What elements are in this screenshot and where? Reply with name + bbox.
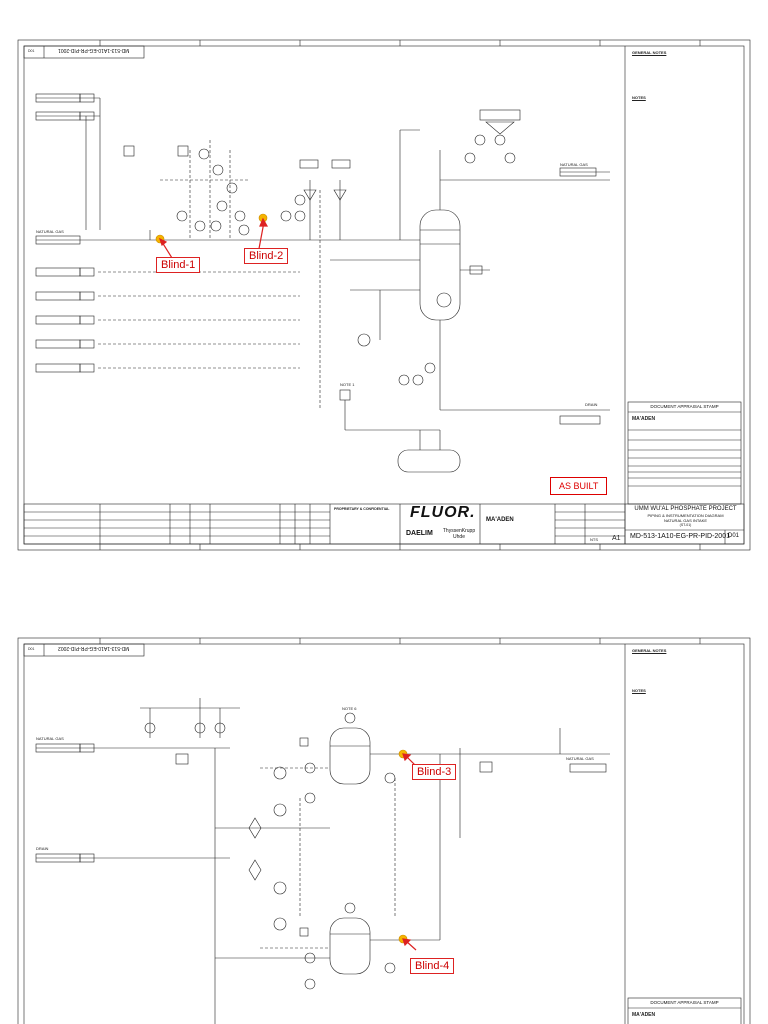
sheet2-natural-gas-tag: NATURAL GAS xyxy=(36,736,64,741)
project-title: UMM WU'AL PHOSPHATE PROJECT xyxy=(634,506,737,512)
drain-tag: DRAIN xyxy=(585,402,598,407)
doc-number-rotated: MD-513-1A10-EG-PR-PID-2001 xyxy=(58,47,130,53)
general-notes-title: GENERAL NOTES xyxy=(632,50,667,55)
sheet-number: D01 xyxy=(28,49,35,53)
blind-3-label: Blind-3 xyxy=(412,764,457,780)
unit-code: (ST-01) xyxy=(679,523,692,527)
natural-gas-tag: NATURAL GAS xyxy=(36,229,64,234)
notes-title: NOTES xyxy=(632,95,646,100)
revision: D01 xyxy=(728,533,740,539)
natural-gas-out-tag: NATURAL GAS xyxy=(560,162,588,167)
unit-title: NATURAL GAS INTAKE xyxy=(663,518,708,523)
stamp-title: DOCUMENT APPRAISAL STAMP xyxy=(650,404,719,409)
sheet2-number: D01 xyxy=(28,647,35,651)
thyssenkrupp-logo: ThyssenKrupp Uhde xyxy=(442,528,476,540)
daelim-logo: DAELIM xyxy=(406,530,433,537)
maaden-logo: MA'ADEN xyxy=(486,517,514,523)
scale-value: NTS xyxy=(590,537,598,542)
size-value: A1 xyxy=(612,535,621,542)
note-tag: NOTE 1 xyxy=(340,382,355,387)
blind-4-label: Blind-4 xyxy=(410,958,455,974)
sheet2-notes-title: NOTES xyxy=(632,688,646,693)
as-built-stamp: AS BUILT xyxy=(550,477,608,495)
pid-sheet-1: D01 MD-513-1A10-EG-PR-PID-2001 GENERAL N… xyxy=(0,30,768,560)
sheet2-note-tag: NOTE 6 xyxy=(342,706,357,711)
fluor-logo: FLUOR. xyxy=(410,504,476,521)
sheet1-drawing xyxy=(17,39,751,551)
sheet2-natural-gas-out-tag: NATURAL GAS xyxy=(566,756,594,761)
sheet2-general-notes-title: GENERAL NOTES xyxy=(632,648,667,653)
proprietary-notice: PROPRIETARY & CONFIDENTIAL xyxy=(334,507,390,511)
stamp-logo: MA'ADEN xyxy=(632,416,656,422)
document-number: MD-513-1A10-EG-PR-PID-2001 xyxy=(630,533,730,540)
sheet2-stamp-logo: MA'ADEN xyxy=(632,1012,656,1018)
sheet2-drain-tag: DRAIN xyxy=(36,846,49,851)
sheet2-drawing xyxy=(17,637,751,1024)
blind-1-label: Blind-1 xyxy=(156,257,201,273)
diagram-title: PIPING & INSTRUMENTATION DIAGRAM xyxy=(647,513,724,518)
pid-sheet-2: D01 MD-513-1A10-EG-PR-PID-2002 GENERAL N… xyxy=(0,628,768,1024)
sheet2-stamp-title: DOCUMENT APPRAISAL STAMP xyxy=(650,1000,719,1005)
blind-2-label: Blind-2 xyxy=(244,248,289,264)
sheet2-doc-rotated: MD-513-1A10-EG-PR-PID-2002 xyxy=(58,645,130,651)
